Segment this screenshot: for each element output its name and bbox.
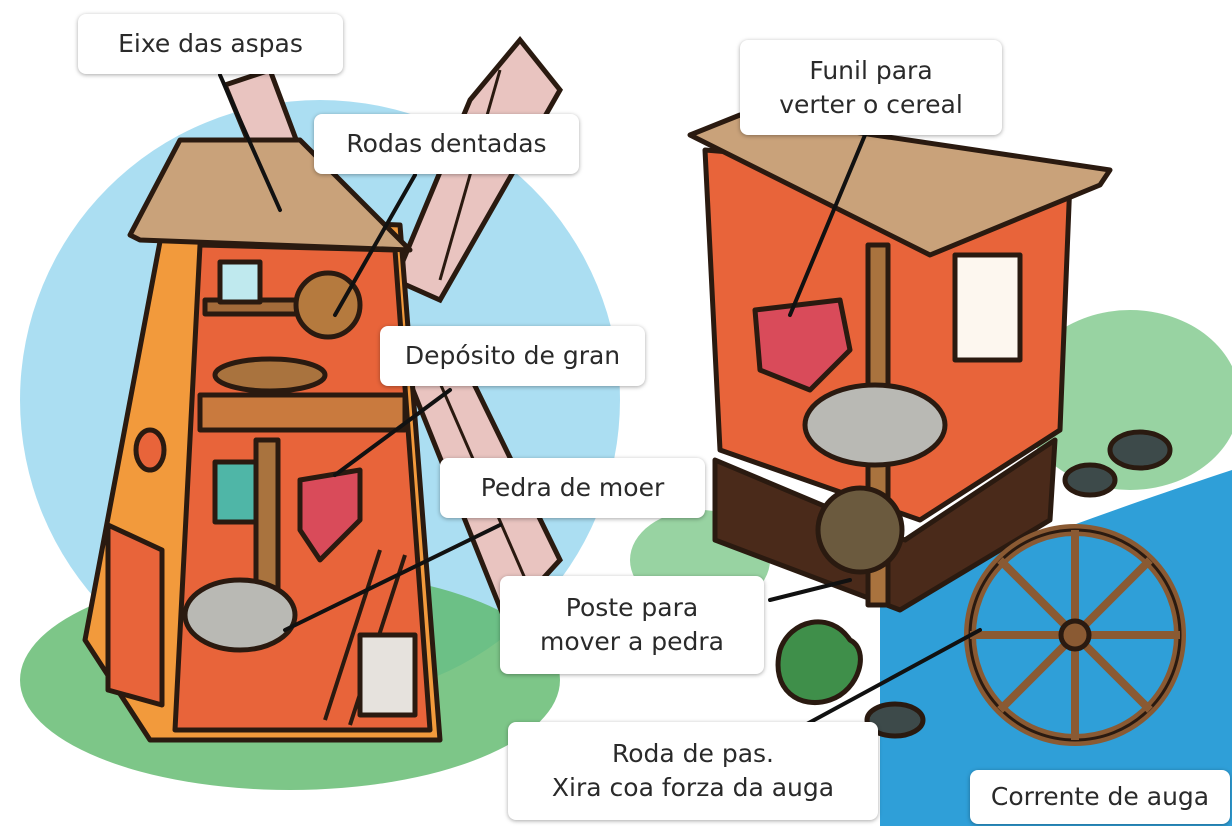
water-mill-lower-gear [815,485,905,575]
label-eixe-das-aspas: Eixe das aspas [78,14,343,74]
right-grass-wash [1020,310,1232,490]
leader-grain-bin [333,388,452,477]
label-rodas-dentadas: Rodas dentadas [314,114,579,174]
leader-lines [218,73,982,727]
windmill-gear [293,270,363,340]
windmill-upper-floor [197,392,408,433]
label-rodas-dentadas-text: Rodas dentadas [346,129,547,158]
water-mill-funnel [752,297,853,393]
windmill-horizontal-gear [212,356,328,394]
leader-gears [333,173,417,317]
label-roda-line2: Xira coa forza da auga [551,773,835,802]
water-mill-millstone [802,382,948,468]
windmill-roof [127,137,413,253]
paddle-wheel [964,524,1186,746]
label-roda-line1: Roda de pas. [611,739,775,768]
leader-funnel [788,133,867,317]
leader-axle [218,73,282,212]
windmill-sacks [357,632,418,718]
windmill-lower-window [212,459,263,525]
label-deposito-de-gran: Depósito de gran [380,326,645,386]
label-funil-line2: verter o cereal [779,89,963,119]
label-funil-para-verter-o-cereal: Funil para verter o cereal [740,40,1002,135]
leader-paddle-wheel [803,628,982,727]
label-roda-de-pas: Roda de pas. Xira coa forza da auga [508,722,878,820]
label-deposito-de-gran-text: Depósito de gran [404,341,621,370]
windmill-round-window [133,427,167,473]
label-poste-line2: mover a pedra [539,627,725,656]
leader-post [768,578,852,602]
windmill-millstone [182,577,298,653]
label-eixe-das-aspas-text: Eixe das aspas [118,29,303,58]
windmill-window [217,259,263,305]
label-corrente-de-auga-text: Corrente de auga [990,782,1210,811]
label-poste-para-mover-a-pedra: Poste para mover a pedra [500,576,764,674]
water-mill-door-opening [952,252,1023,363]
label-pedra-de-moer-text: Pedra de moer [480,473,665,502]
label-corrente-de-auga: Corrente de auga [970,770,1230,824]
water-mill-base [712,437,1058,613]
label-funil-line1: Funil para [809,55,933,85]
bush [775,619,863,706]
label-pedra-de-moer: Pedra de moer [440,458,705,518]
windmill [82,137,443,743]
windmill-door [105,522,165,708]
label-poste-line1: Poste para [565,593,699,622]
water-mill-roof [687,112,1113,258]
water-mill [687,112,1232,826]
rocks [864,429,1173,739]
windmill-grain-bin [297,467,363,563]
leader-millstone [283,523,502,632]
